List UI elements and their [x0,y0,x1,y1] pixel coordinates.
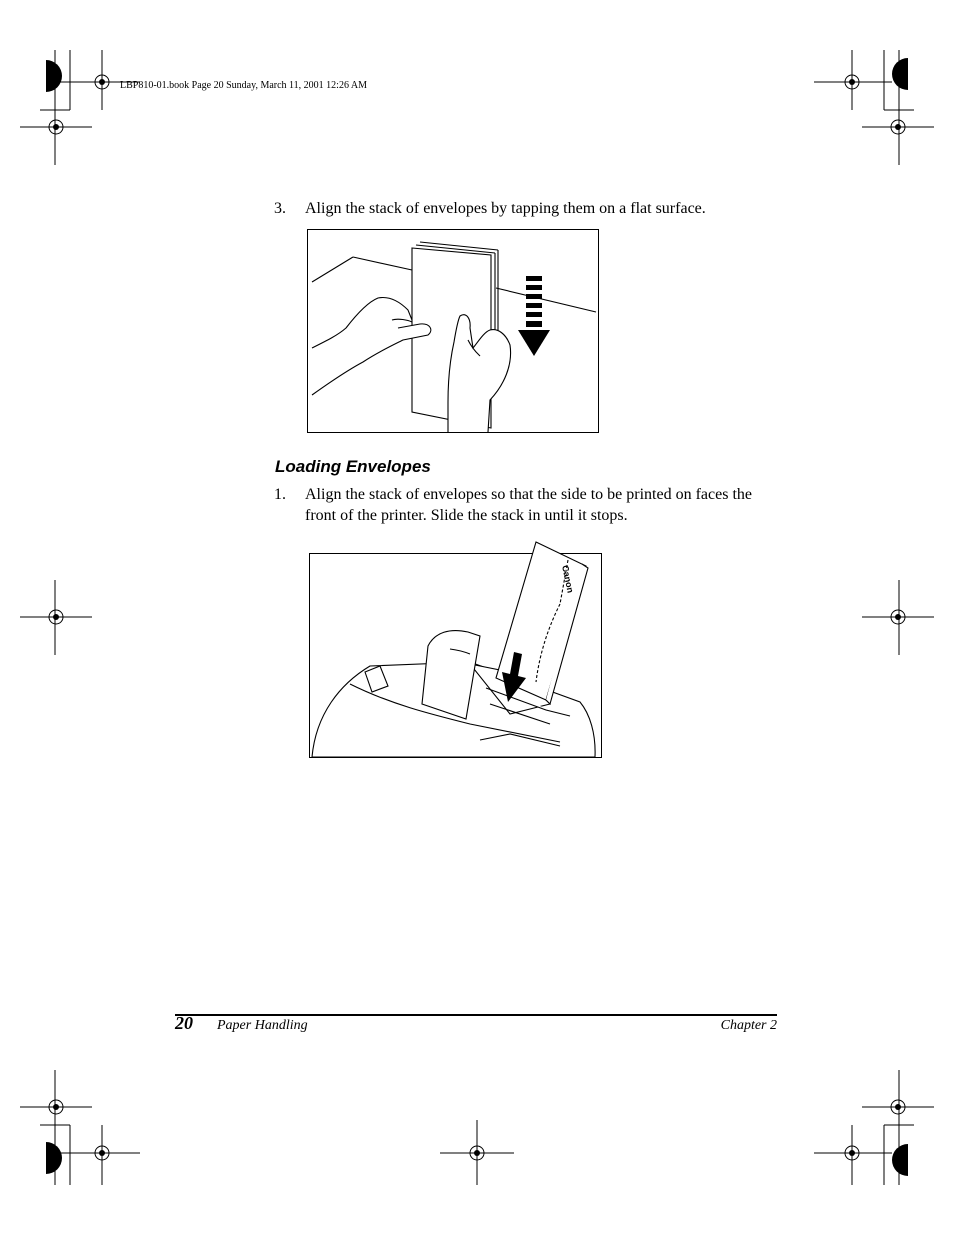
footer-section-title: Paper Handling [217,1018,308,1033]
figure-tapping-envelopes [307,229,599,433]
step-number: 3. [274,200,286,217]
step-item: 3. Align the stack of envelopes by tappi… [274,198,784,220]
footer-chapter: Chapter 2 [720,1018,777,1033]
step-item: 1. Align the stack of envelopes so that … [274,484,784,528]
tapping-illustration [311,241,597,433]
section-heading: Loading Envelopes [275,457,431,476]
figure-loading-envelopes: Canon [309,541,602,758]
page-number: 20 [175,1013,193,1033]
printer-illustration: Canon [311,541,596,758]
footer-rule [175,1014,777,1016]
step-text: Align the stack of envelopes by tapping … [305,200,706,217]
slug-line: LBP810-01.book Page 20 Sunday, March 11,… [120,80,368,91]
step-number: 1. [274,486,286,503]
step-text: Align the stack of envelopes so that the… [305,486,752,524]
